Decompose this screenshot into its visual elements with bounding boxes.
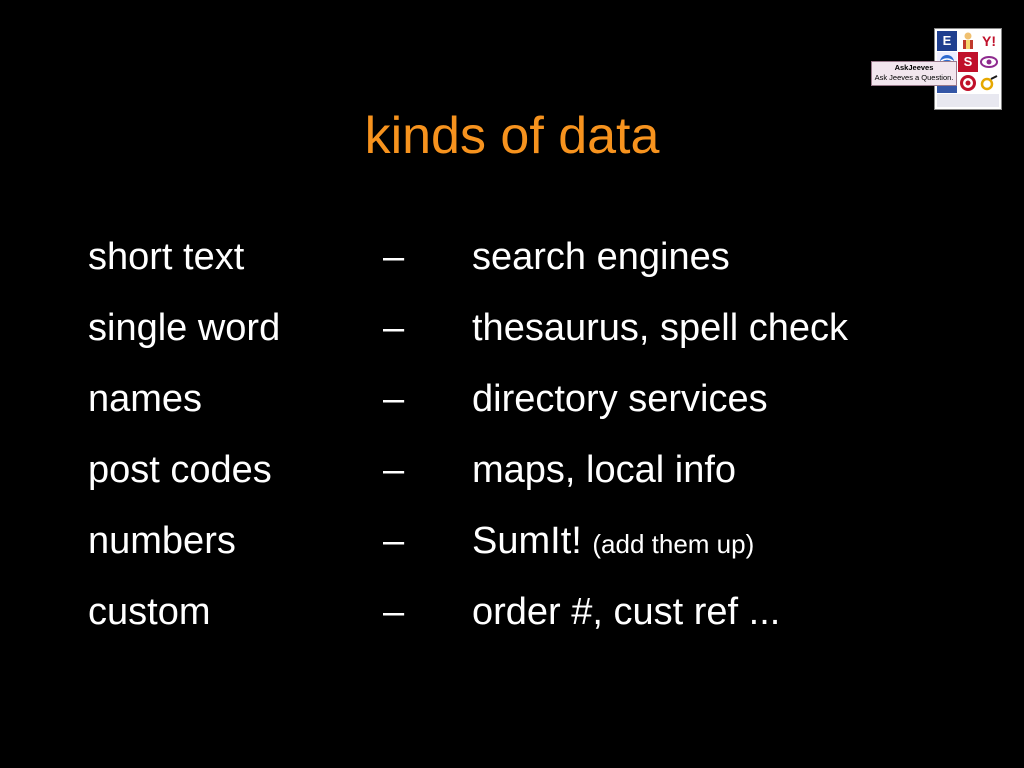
kind-label: names xyxy=(88,378,203,420)
list-item: names – directory services xyxy=(0,368,1024,439)
dash-separator: – xyxy=(383,236,405,278)
dash-separator: – xyxy=(383,307,405,349)
dash-separator: – xyxy=(383,378,405,420)
list-item: custom – order #, cust ref ... xyxy=(0,581,1024,652)
slide-title: kinds of data xyxy=(364,107,660,165)
use-label: maps, local info xyxy=(472,439,736,501)
ask-jeeves-badge: AskJeeves Ask Jeeves a Question. xyxy=(871,61,957,86)
e-logo-icon: E xyxy=(937,31,957,51)
kind-label: numbers xyxy=(88,520,236,562)
dash-separator: – xyxy=(383,520,405,562)
use-label: directory services xyxy=(472,368,768,430)
jeeves-figure-icon xyxy=(958,31,978,51)
use-text: SumIt! xyxy=(472,520,582,562)
s-logo-icon: S xyxy=(958,52,978,72)
dash-separator: – xyxy=(383,449,405,491)
use-text: maps, local info xyxy=(472,449,737,491)
yahoo-icon: Y! xyxy=(979,31,999,51)
ask-jeeves-prompt: Ask Jeeves a Question. xyxy=(874,73,954,82)
use-text: search engines xyxy=(472,236,730,278)
use-text: thesaurus, spell check xyxy=(472,307,848,349)
ask-jeeves-name: AskJeeves xyxy=(894,63,934,72)
swoosh-icon xyxy=(979,73,999,93)
kind-label: short text xyxy=(88,236,245,278)
kind-label: single word xyxy=(88,307,281,349)
use-label: SumIt! (add them up) xyxy=(472,510,754,575)
use-text: directory services xyxy=(472,378,768,420)
kind-label: custom xyxy=(88,591,211,633)
data-kinds-list: short text – search engines single word … xyxy=(0,226,1024,652)
target-icon xyxy=(958,73,978,93)
dash-separator: – xyxy=(383,591,405,633)
eye-logo-icon xyxy=(979,52,999,72)
use-label: thesaurus, spell check xyxy=(472,297,848,359)
use-note: (add them up) xyxy=(592,529,755,559)
use-label: search engines xyxy=(472,226,730,288)
use-text: order #, cust ref ... xyxy=(472,591,781,633)
list-item: single word – thesaurus, spell check xyxy=(0,297,1024,368)
list-item: numbers – SumIt! (add them up) xyxy=(0,510,1024,581)
use-label: order #, cust ref ... xyxy=(472,581,780,643)
logo-strip xyxy=(937,94,999,107)
kind-label: post codes xyxy=(88,449,272,491)
list-item: short text – search engines xyxy=(0,226,1024,297)
list-item: post codes – maps, local info xyxy=(0,439,1024,510)
